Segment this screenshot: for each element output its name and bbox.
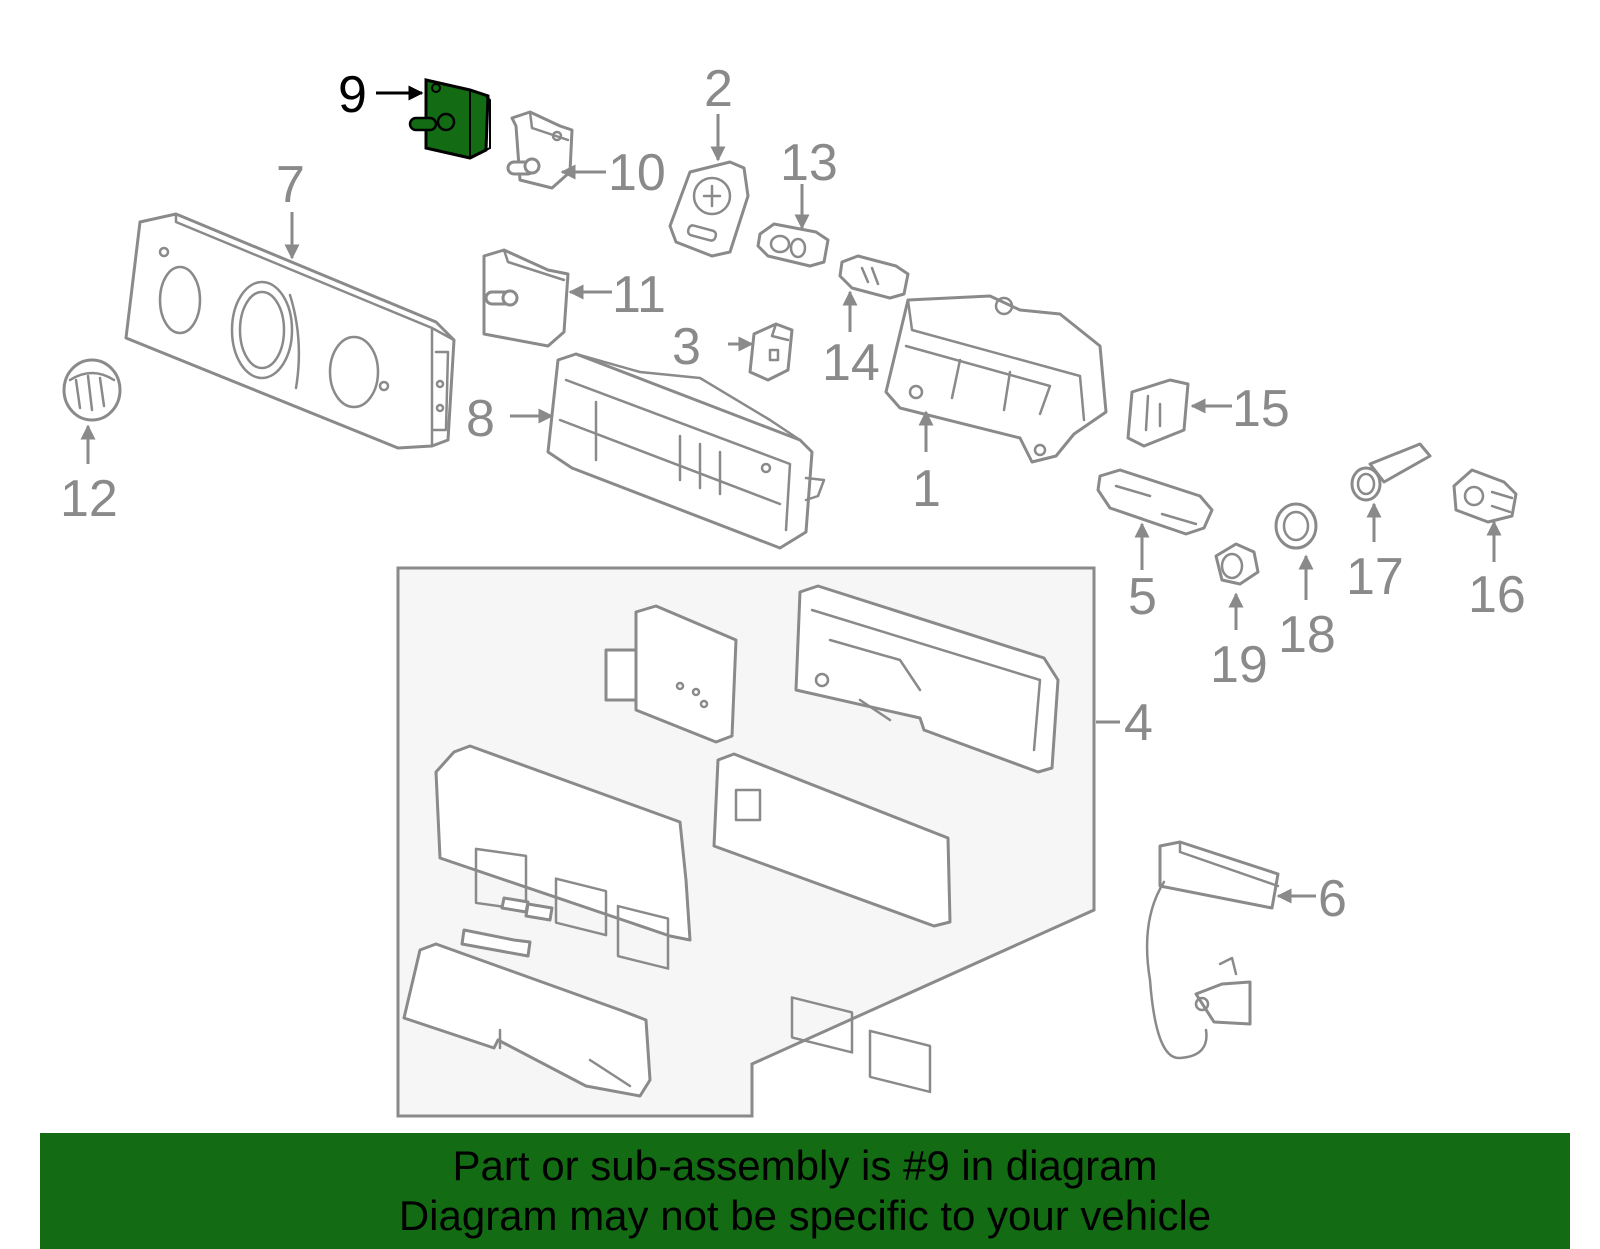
callout-2: 2: [704, 60, 733, 118]
part-18: [1274, 502, 1318, 550]
callout-1: 1: [912, 460, 941, 518]
part-16: [1452, 468, 1518, 524]
callout-15: 15: [1232, 380, 1290, 438]
part-1: [884, 294, 1108, 464]
part-9-highlighted[interactable]: [408, 78, 491, 160]
callout-13: 13: [780, 134, 838, 192]
part-17: [1350, 442, 1432, 502]
banner-line-1: Part or sub-assembly is #9 in diagram: [452, 1142, 1158, 1189]
banner-line-2: Diagram may not be specific to your vehi…: [398, 1192, 1212, 1239]
part-8: [546, 352, 826, 644]
part-4-assembly: [396, 566, 1096, 1118]
part-15: [1126, 378, 1190, 448]
part-5: [1096, 468, 1214, 536]
info-banner: Part or sub-assembly is #9 in diagram Di…: [40, 1133, 1570, 1249]
part-12: [62, 358, 122, 422]
callout-19: 19: [1210, 636, 1268, 694]
callout-12: 12: [60, 470, 118, 528]
callout-11: 11: [612, 266, 666, 324]
part-14: [838, 254, 910, 300]
callout-8: 8: [466, 390, 495, 448]
callout-16: 16: [1468, 566, 1526, 624]
callout-4: 4: [1124, 694, 1153, 752]
part-19: [1214, 542, 1260, 586]
callout-3: 3: [672, 318, 701, 376]
callout-5: 5: [1128, 568, 1157, 626]
callout-9: 9: [338, 66, 367, 124]
callout-10: 10: [608, 144, 666, 202]
callout-17: 17: [1346, 548, 1404, 606]
part-11: [482, 248, 570, 348]
callout-7: 7: [276, 156, 305, 214]
part-10: [506, 110, 574, 190]
part-13: [756, 222, 830, 268]
part-7: [124, 212, 456, 450]
parts-diagram: 9 10 2 13 14: [60, 60, 1526, 1118]
part-2: [668, 160, 750, 258]
part-3: [748, 322, 794, 382]
callout-18: 18: [1278, 606, 1336, 664]
callout-14: 14: [822, 334, 880, 392]
callout-6: 6: [1318, 870, 1347, 928]
part-6: [1145, 840, 1280, 1060]
